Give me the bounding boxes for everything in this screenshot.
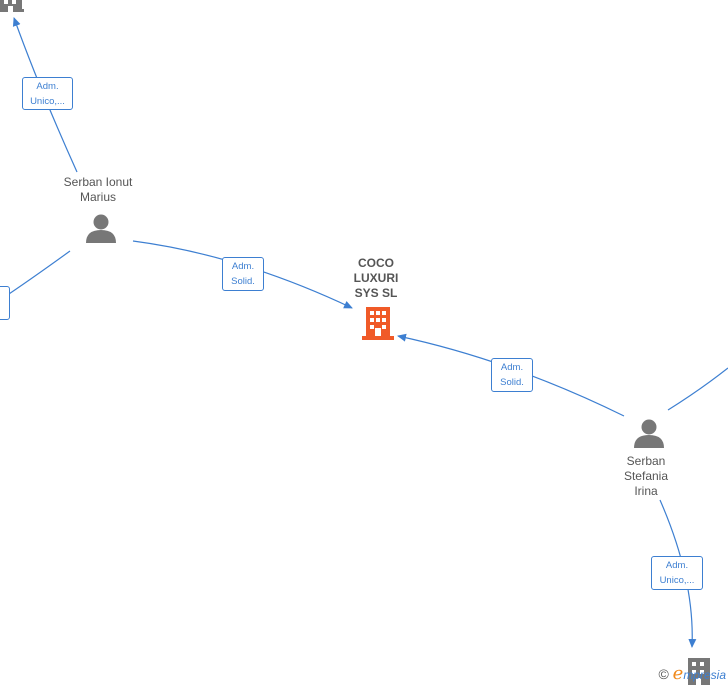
- brand-logo-text: mpresia: [683, 668, 726, 682]
- person-name-line: Irina: [634, 484, 658, 498]
- person-name-serban-ionut[interactable]: Serban Ionut Marius: [48, 175, 148, 205]
- person-icon-serban-ionut[interactable]: [86, 214, 116, 244]
- person-name-line: Serban: [626, 454, 666, 468]
- person-name-serban-stefania[interactable]: Serban Stefania Irina: [606, 454, 686, 499]
- main-company-name-line: COCO: [358, 256, 394, 270]
- edge-label-line: Solid.: [500, 377, 524, 388]
- edge-label-p2-to-bottom-company[interactable]: Adm. Unico,...: [651, 556, 703, 590]
- edge-label-offscreen-left[interactable]: [0, 286, 10, 320]
- main-company-name-line: SYS SL: [354, 286, 398, 300]
- main-company-name-line: LUXURI: [353, 271, 399, 285]
- edge-line-p1-to-offscreen-left: [0, 250, 71, 301]
- person-icon-serban-stefania[interactable]: [634, 419, 664, 449]
- empresia-watermark: © empresia: [658, 663, 726, 684]
- edge-label-line: Adm.: [36, 81, 59, 92]
- edge-label-p2-to-main[interactable]: Adm. Solid.: [491, 358, 533, 392]
- company-building-icon-top[interactable]: [0, 0, 24, 12]
- edge-label-line: Unico,...: [30, 96, 65, 107]
- main-company-building-icon[interactable]: [362, 307, 394, 340]
- edge-label-p1-to-top-company[interactable]: Adm. Unico,...: [22, 77, 73, 110]
- person-name-line: Serban Ionut: [63, 175, 133, 189]
- brand-logo-e: e: [672, 663, 684, 684]
- person-name-line: Marius: [79, 190, 116, 204]
- person-name-line: Stefania: [623, 469, 669, 483]
- edge-label-p1-to-main[interactable]: Adm. Solid.: [222, 257, 264, 291]
- edge-label-line: Adm.: [665, 560, 689, 571]
- company-building-icon-bottom[interactable]: [688, 658, 710, 685]
- copyright-symbol: ©: [658, 666, 669, 682]
- edge-label-line: Adm.: [500, 362, 524, 373]
- edge-label-line: Adm.: [231, 261, 255, 272]
- edge-label-line: Solid.: [231, 276, 255, 287]
- main-company-name[interactable]: COCO LUXURI SYS SL: [336, 256, 416, 301]
- edge-line-p2-to-offscreen-right: [667, 367, 728, 411]
- edge-label-line: Unico,...: [659, 575, 695, 586]
